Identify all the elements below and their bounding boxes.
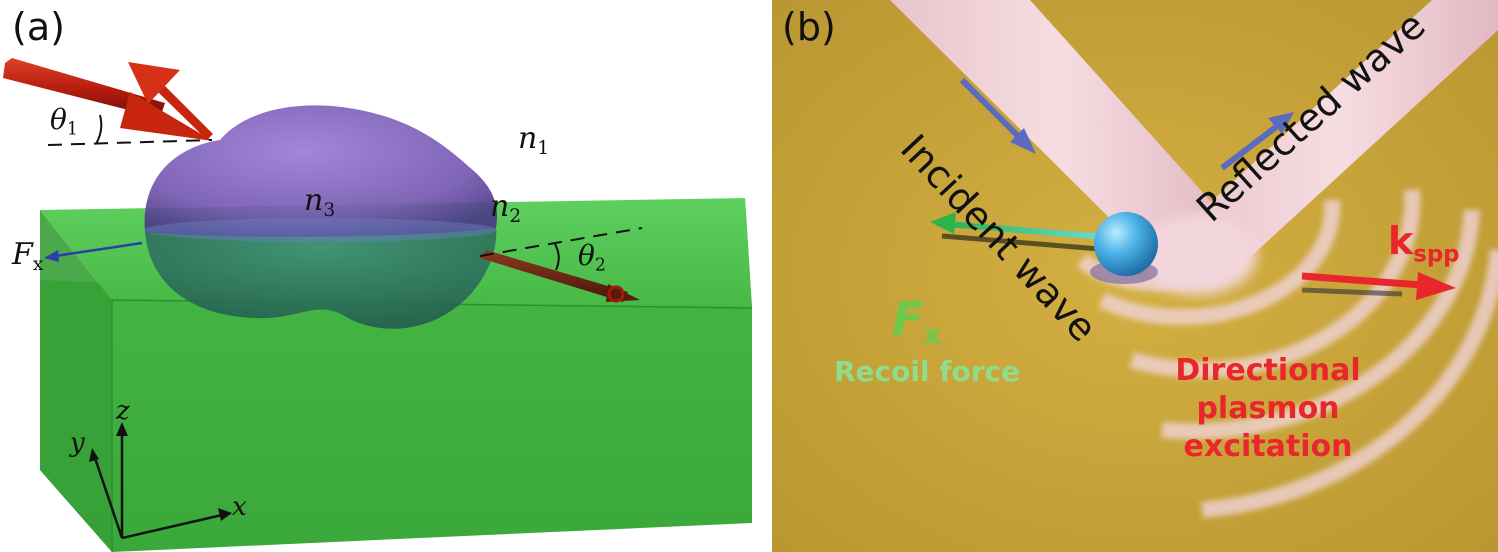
force-symbol-b: F [892,292,924,346]
reflected-arrow-head [128,62,180,104]
reflected-arrow-shaft [158,86,213,140]
beam-spot [1137,215,1257,295]
theta1-subscript: 1 [66,119,78,140]
incident-direction-arrow-head [1010,128,1036,154]
kspp-label: kspp [1388,222,1460,266]
droplet-interface [144,218,496,242]
droplet-upper-part [144,105,498,237]
theta2-subscript: 2 [594,255,606,276]
force-label-b: Fx [892,296,942,350]
force-subscript-b: x [923,318,942,352]
n2-subscript: 2 [509,205,522,227]
axis-y-label: y [70,428,85,458]
panel-b-illustration [772,0,1498,552]
axis-z-head [116,422,128,436]
theta1-reference-line [47,139,213,146]
panel-a-illustration [3,58,753,552]
theta2-reference-line [479,227,643,257]
axis-x-head [218,508,232,521]
kspp-symbol: k [1388,219,1414,263]
force-arrow-head [930,212,956,234]
panel-a: (a) θ1 θ2 n1 n2 n3 Fx z y x [3,5,753,552]
reflected-direction-arrow-head [1268,112,1294,134]
force-symbol: F [12,237,33,272]
force-label: Fx [12,240,43,275]
kspp-arrow-shadow [1301,287,1403,297]
directional-line-1: Directional [1175,353,1361,388]
panel-b-label: (b) [782,5,836,49]
force-arrow-shaft [54,241,143,258]
n2-label: n2 [490,192,521,227]
theta2-arc [554,243,560,271]
ripple-4 [1161,209,1480,440]
recoil-force-label: Recoil force [834,355,1021,388]
reflected-direction-arrow-shaft [1220,121,1282,171]
transmitted-arrow-shaft [480,250,628,302]
directional-line-2: plasmon [1196,391,1340,426]
incident-arrow-head [120,92,213,141]
transmitted-arrow-ring [607,285,625,303]
reflected-beam [1180,0,1498,272]
incident-beam [890,0,1232,280]
kspp-arrow-head [1416,272,1456,300]
n3-label: n3 [304,186,335,221]
n1-subscript: 1 [537,137,550,159]
slab-front-face [40,280,752,552]
panel-a-label: (a) [12,5,65,49]
force-subscript: x [32,253,44,275]
n1-label: n1 [518,124,549,159]
ripple-3 [1129,189,1421,378]
ripple-2 [1098,199,1341,326]
n3-symbol: n [304,183,324,218]
theta1-label: θ1 [50,106,78,139]
axis-x-line [121,513,223,540]
directional-line-3: excitation [1183,429,1353,464]
n1-symbol: n [518,121,538,156]
n2-symbol: n [490,189,510,224]
theta2-symbol: θ [578,239,595,272]
theta2-label: θ2 [578,242,606,275]
force-arrow-shaft [946,221,1118,241]
kspp-subscript: spp [1413,241,1460,268]
axis-y-line [92,454,124,539]
panel-b: (b) Incident wave Reflected wave kspp Fx… [772,0,1498,552]
slab-left-face [40,210,112,552]
kspp-arrow-shaft [1301,272,1423,289]
axis-z-label: z [116,396,130,426]
force-arrow-head [44,250,59,262]
incident-direction-arrow-shaft [959,77,1025,143]
force-arrow-shadow [941,233,1113,253]
theta1-arc [95,114,103,145]
droplet-lower-part [145,228,497,329]
theta1-symbol: θ [50,103,67,136]
n3-subscript: 3 [323,199,336,221]
axis-x-label: x [232,492,247,522]
ripple-5 [1201,249,1498,518]
nanoparticle [1094,212,1158,276]
axis-y-head [89,448,99,462]
incident-arrow-shaft [3,58,165,118]
